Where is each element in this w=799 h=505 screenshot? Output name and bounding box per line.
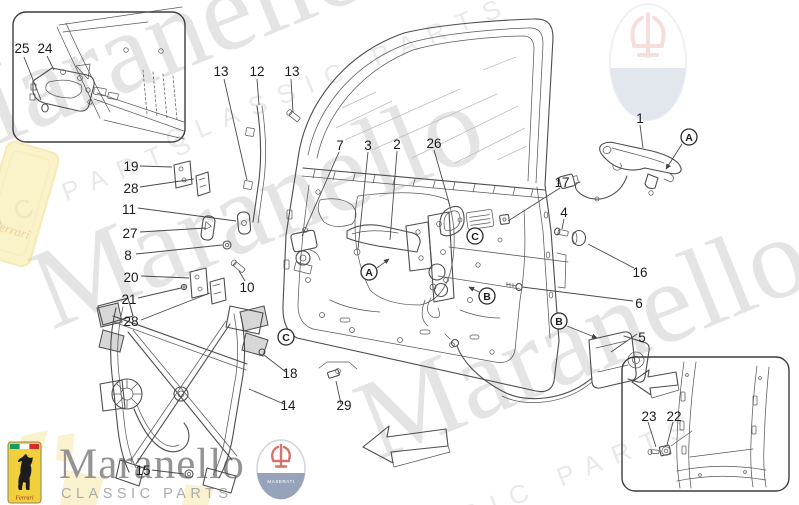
part-callout-20: 20 [123,270,138,285]
handle-connector [556,173,579,190]
quarter-window-bracket [465,209,495,230]
part-callout-15: 15 [135,463,150,478]
window-guide-rail [243,105,301,224]
part-callout-26: 26 [426,136,441,151]
svg-text:B: B [555,316,563,328]
brand-name: Maranello [59,441,245,488]
part-callout-13: 13 [284,64,299,79]
panel-holes [283,189,503,355]
part-callout-18: 18 [282,366,297,381]
direction-arrow-main [362,425,451,468]
clip-29 [318,361,358,379]
brand-tagline: CLASSIC PARTS [61,486,233,502]
grommet-16 [571,229,587,247]
svg-text:B: B [483,291,491,303]
attachment-marker-C: C [466,227,484,245]
part-callout-8: 8 [124,248,132,263]
marker-arrows [376,143,683,339]
attachment-marker-C: C [277,328,295,346]
window-regulator [96,297,269,494]
part-callout-2: 2 [393,137,401,152]
part-callout-10: 10 [239,280,254,295]
motor-gear-spokes [112,379,142,409]
door-pocket-bracket [29,67,95,113]
bolt-13 [286,109,301,122]
sill-slots [679,373,762,477]
door-handle-assembly [556,141,682,202]
striker-22 [647,430,693,457]
lock-actuator [444,331,650,404]
door-check-strap [290,229,318,275]
part-callout-29: 29 [336,398,351,413]
part-callout-17: 17 [554,175,569,190]
latch-assembly [346,205,569,327]
svg-text:A: A [685,132,693,144]
maserati-watermark [609,3,687,121]
part-callout-3: 3 [364,138,372,153]
maserati-badge-word: MASERATI [267,479,294,484]
part-callout-12: 12 [249,64,264,79]
part-callout-28: 28 [123,181,138,196]
callout-layer: 25 24 13 12 13 7 3 2 26 1 17 4 16 6 5 19 28 11 27 8 20 21 28 10… [14,41,681,478]
trident-icon [271,443,291,468]
part-callout-19: 19 [123,159,138,174]
part-callout-1: 1 [636,111,644,126]
part-callout-22: 22 [666,409,681,424]
part-callout-6: 6 [635,296,643,311]
branding: Ferrari Maranello CLASSIC PARTS MASERATI [7,439,306,504]
part-callout-25: 25 [14,41,29,56]
part-callout-27: 27 [122,226,137,241]
part-callout-16: 16 [632,265,647,280]
glass-reflections [335,56,528,164]
part-callout-21: 21 [121,292,136,307]
door-stop-pad-11 [236,211,252,235]
part-callout-14: 14 [280,398,296,413]
svg-text:C: C [282,332,290,344]
ferrari-shield-watermark: Ferrari [0,141,60,268]
hinge-parts [173,160,358,379]
part-callout-24: 24 [37,41,53,56]
part-callout-28: 28 [123,314,138,329]
bolt-10 [230,259,246,273]
part-callout-13: 13 [213,64,228,79]
inset-direction-arrow [631,369,680,399]
part-callout-7: 7 [336,138,344,153]
part-callout-4: 4 [560,205,568,220]
part-callout-23: 23 [641,409,656,424]
screw-6 [505,282,523,292]
ferrari-badge-word: Ferrari [15,496,34,502]
part-callout-5: 5 [638,330,646,345]
door-stop-pad-27 [200,215,216,241]
part-callout-11: 11 [122,202,136,217]
svg-text:A: A [365,267,373,279]
marker-layer: A A B B C C [277,128,698,346]
leader-lines [135,78,644,475]
svg-text:C: C [471,231,479,243]
bolt-4 [554,227,569,237]
prancing-horse-icon [18,454,33,490]
attachment-marker-B: B [478,287,496,305]
ferrari-badge: Ferrari [7,441,42,504]
watermark-text: Maranello [339,189,799,484]
belt-hatching [312,169,534,197]
attachment-marker-A: A [680,128,698,146]
attachment-marker-B: B [550,312,568,330]
inset-door-panel [12,6,186,143]
inset-door-sill [621,356,790,492]
attachment-marker-A: A [360,263,378,281]
maserati-badge: MASERATI [256,439,306,500]
